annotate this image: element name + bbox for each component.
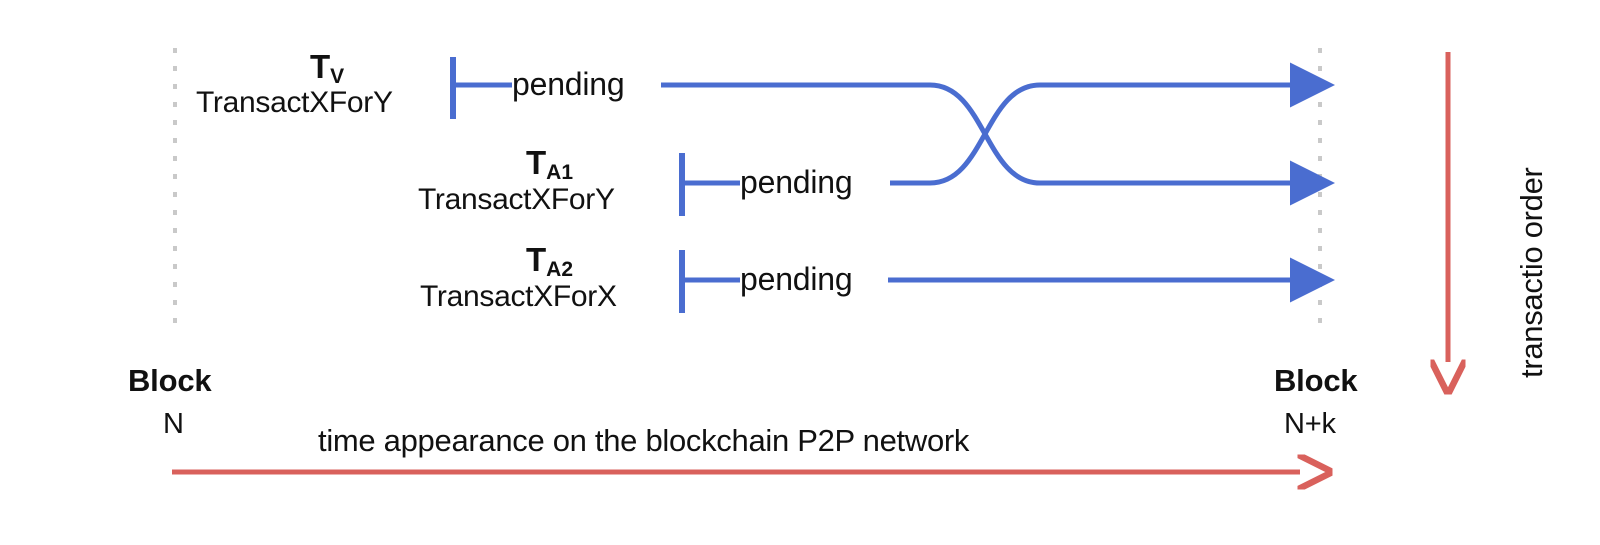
transaction-order-axis-caption: transactio order: [1514, 167, 1549, 378]
time-axis-caption: time appearance on the blockchain P2P ne…: [318, 423, 970, 458]
tx-status-pending-tv: pending: [512, 66, 625, 102]
tx-label-symbol-ta1: TA1: [526, 144, 574, 184]
block-n-label: Block: [128, 363, 212, 398]
tx-tv-flow-line: [661, 82, 1335, 206]
tx-status-pending-ta1: pending: [740, 164, 853, 200]
block-nk-number: N+k: [1284, 408, 1336, 440]
block-nk-label: Block: [1274, 363, 1358, 398]
tx-label-symbol-tv: TV: [310, 48, 345, 88]
tx-label-symbol-ta2: TA2: [526, 241, 574, 281]
tx-status-pending-ta2: pending: [740, 261, 853, 297]
block-n-number: N: [163, 408, 184, 440]
tx-label-action-ta1: TransactXForY: [418, 183, 615, 216]
tx-ta1-flow-line: [890, 62, 1335, 186]
tx-label-action-ta2: TransactXForX: [420, 280, 617, 313]
tx-label-action-tv: TransactXForY: [196, 86, 393, 119]
